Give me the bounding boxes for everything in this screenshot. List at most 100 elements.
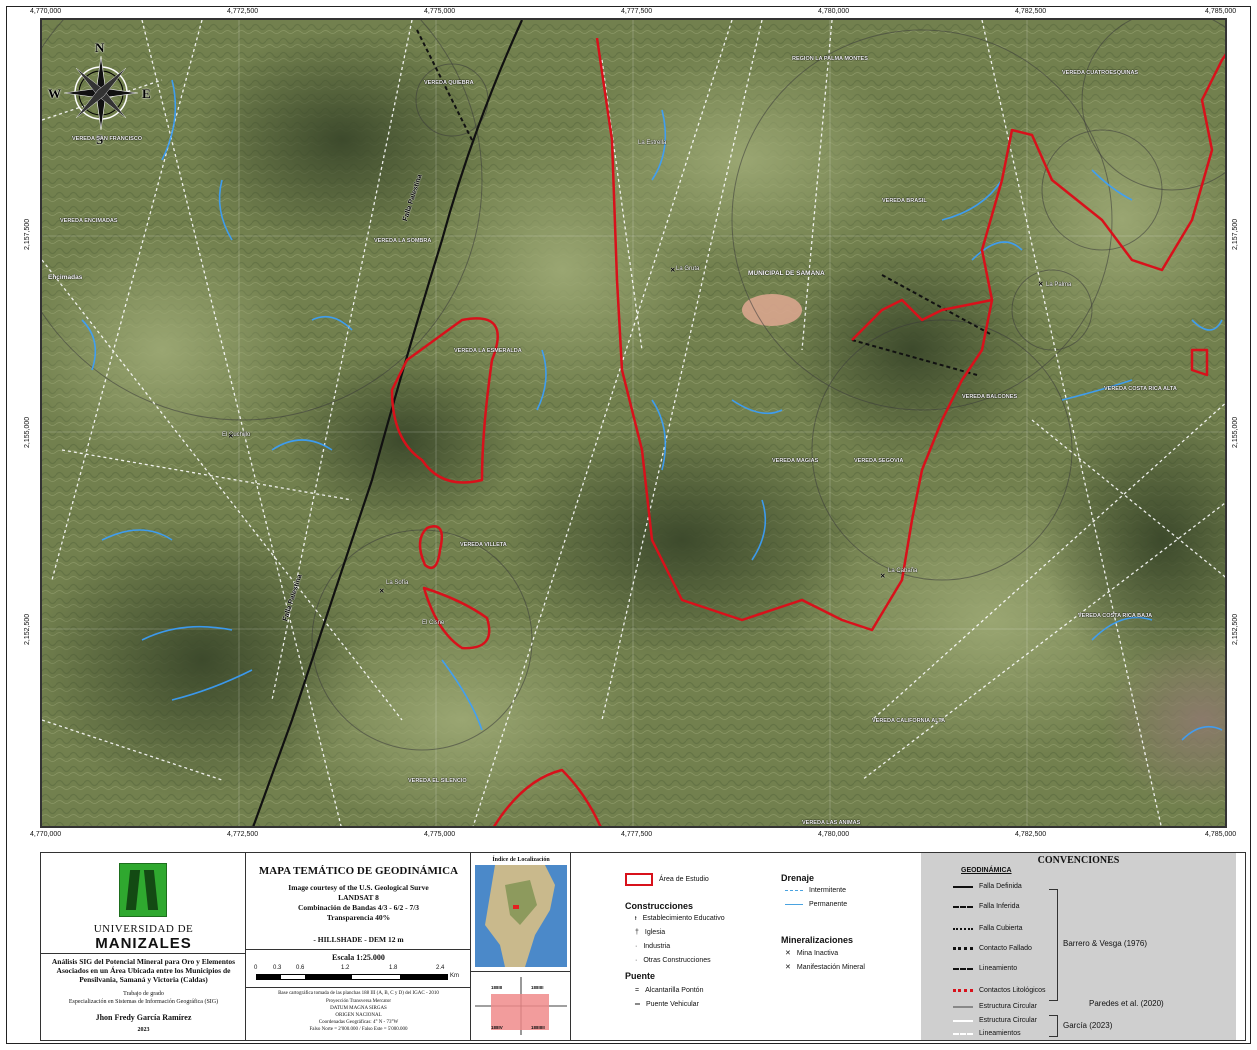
label-vereda-magias: VEREDA MAGIAS [772, 458, 819, 464]
coord-top-3: 4,775,000 [424, 8, 456, 15]
ref-paredes: Paredes et al. (2020) [1089, 999, 1164, 1008]
university-name-top: UNIVERSIDAD DE [93, 923, 194, 935]
label-region-palma: REGION LA PALMA MONTES [792, 56, 868, 62]
coord-left-3: 2,152,500 [24, 613, 31, 645]
ref-barrero: Barrero & Vesga (1976) [1063, 939, 1148, 948]
conv-item-8: Estructura Circular [979, 1017, 1037, 1024]
other-building-icon: · [635, 957, 638, 964]
mine-inactive-icon: ✕ [379, 588, 385, 595]
colombia-location-map [475, 865, 567, 967]
ref-garcia: García (2023) [1063, 1021, 1113, 1030]
image-credit: Image courtesy of the U.S. Geological Su… [288, 883, 429, 892]
map-legend-footer: UNIVERSIDAD DE MANIZALES Análisis SIG de… [40, 852, 1246, 1041]
logo-panel: UNIVERSIDAD DE MANIZALES Análisis SIG de… [41, 853, 246, 1040]
label-vereda-california-alta: VEREDA CALIFORNIA ALTA [872, 718, 946, 724]
sheet-index-grid [475, 977, 567, 1035]
label-vereda-quiebra: VEREDA QUIEBRA [424, 80, 474, 86]
culvert-icon: = [635, 987, 640, 994]
grid-code-4: 188IIIII [531, 1025, 545, 1030]
conventions-title: CONVENCIONES [1037, 855, 1120, 866]
study-title: Análisis SIG del Potencial Mineral para … [51, 957, 236, 984]
label-encimadas: Encimadas [48, 274, 83, 281]
industry-icon: · [635, 943, 638, 950]
compass-rose-icon [63, 55, 139, 131]
label-la-gruta: La Gruta [676, 266, 700, 272]
university-logo-icon [119, 863, 167, 917]
band-combination: Combinación de Bandas 4/3 - 6/2 - 7/3 [297, 903, 420, 912]
degree-line-2: Especialización en Sistemas de Informaci… [68, 999, 219, 1005]
scale-tick-4: 1.8 [389, 965, 398, 971]
legend-mineral-heading: Mineralizaciones [781, 935, 854, 945]
label-vereda-el-silencio: VEREDA EL SILENCIO [408, 778, 467, 784]
mineral-occurrence-icon: ✕ [785, 964, 791, 971]
grid-code-2: 188IIII [531, 985, 544, 990]
year: 2023 [137, 1027, 150, 1033]
bridge-icon: ═ [635, 1001, 640, 1008]
base-line-3: DATUM MAGNA SIRGAS [330, 1006, 387, 1011]
coord-right-1: 2,157,500 [1232, 218, 1239, 250]
label-la-sofia: La Sofía [386, 580, 409, 586]
legend-drenaje-heading: Drenaje [781, 873, 815, 883]
coord-left-2: 2,155,000 [24, 416, 31, 448]
legend-c-item-4: Otras Construcciones [643, 957, 711, 964]
legend-c-item-1: Establecimiento Educativo [642, 915, 725, 922]
covered-fault-icon [953, 927, 973, 930]
school-icon: ᵻ [635, 915, 637, 922]
circular-structure-icon [953, 1005, 973, 1008]
inactive-mine-icon: ✕ [785, 950, 791, 957]
legend-d-item-2: Permanente [809, 901, 848, 908]
degree-line-1: Trabajo de grado [123, 991, 164, 997]
conv-item-4: Contacto Fallado [979, 945, 1032, 952]
base-line-1: Base cartográfica tomada de las planchas… [278, 991, 439, 996]
conv-item-2: Falla Inferida [979, 903, 1020, 910]
label-vereda-encimadas: VEREDA ENCIMADAS [60, 218, 118, 224]
conv-item-5: Lineamiento [979, 965, 1018, 972]
label-la-palma: La Palma [1046, 282, 1072, 288]
coord-bottom-3: 4,775,000 [424, 831, 456, 838]
compass-s: S [96, 132, 104, 147]
study-area-swatch [625, 873, 653, 886]
scale-tick-0: 0 [254, 965, 258, 971]
coord-top-6: 4,782,500 [1015, 8, 1047, 15]
label-el-cuchillo: El Cuchillo [222, 432, 251, 438]
label-vereda-costa-rica-alta: VEREDA COSTA RICA ALTA [1104, 386, 1177, 392]
university-name-bottom: MANIZALES [95, 935, 192, 952]
transparency: Transparencia 40% [326, 913, 391, 922]
conventions-panel: CONVENCIONES GEODINÁMICA Falla Definida … [921, 853, 1236, 1040]
coord-bottom-4: 4,777,500 [621, 831, 653, 838]
scale-bar [256, 974, 448, 980]
coord-bottom-7: 4,785,000 [1205, 831, 1237, 838]
legend-c-item-3: Industria [643, 943, 671, 950]
coord-bottom-2: 4,772,500 [227, 831, 259, 838]
label-vereda-la-esmeralda: VEREDA LA ESMERALDA [454, 348, 522, 354]
coord-top-4: 4,777,500 [621, 8, 653, 15]
mine-inactive-icon: ✕ [670, 267, 676, 274]
base-line-2: Proyección Transversa Mercator [326, 999, 391, 1004]
conv-item-3: Falla Cubierta [979, 925, 1023, 932]
legend-construcciones-heading: Construcciones [625, 901, 694, 911]
defined-fault-icon [953, 885, 973, 888]
north-arrow-compass: N S E W [48, 40, 151, 147]
legend-c-item-2: Iglesia [644, 929, 666, 936]
label-vereda-villeta: VEREDA VILLETA [460, 542, 507, 548]
base-line-6: Falso Norte = 2'000.000 / Falso Este = 5… [309, 1027, 408, 1032]
grid-code-1: 188III [491, 985, 503, 990]
thematic-map[interactable]: N S E W VEREDA SAN FRANCISCO VEREDA ENCI… [40, 18, 1227, 828]
image-source: LANDSAT 8 [338, 893, 379, 902]
legend-p-item-1: Alcantarilla Pontón [645, 987, 704, 994]
map-canvas [42, 20, 1225, 826]
bracket-1 [1049, 889, 1058, 1001]
compass-e: E [142, 86, 151, 101]
title-panel: MAPA TEMÁTICO DE GEODINÁMICA Image court… [246, 853, 471, 1040]
label-vereda-san-francisco: VEREDA SAN FRANCISCO [72, 136, 143, 142]
legend-panel: Área de Estudio Construcciones ᵻ Establec… [571, 853, 916, 1040]
scale-title: Escala 1:25.000 [332, 953, 385, 962]
map-title: MAPA TEMÁTICO DE GEODINÁMICA [258, 865, 459, 877]
legend-area-label: Área de Estudio [659, 876, 709, 883]
mine-inactive-icon: ✕ [880, 573, 886, 580]
index-title: Índice de Localización [492, 857, 550, 863]
label-la-cabana: La Cabaña [888, 568, 918, 574]
label-vereda-cuatroesquinas: VEREDA CUATROESQUINAS [1062, 70, 1139, 76]
coord-top-2: 4,772,500 [227, 8, 259, 15]
scale-tick-2: 0.6 [296, 965, 305, 971]
